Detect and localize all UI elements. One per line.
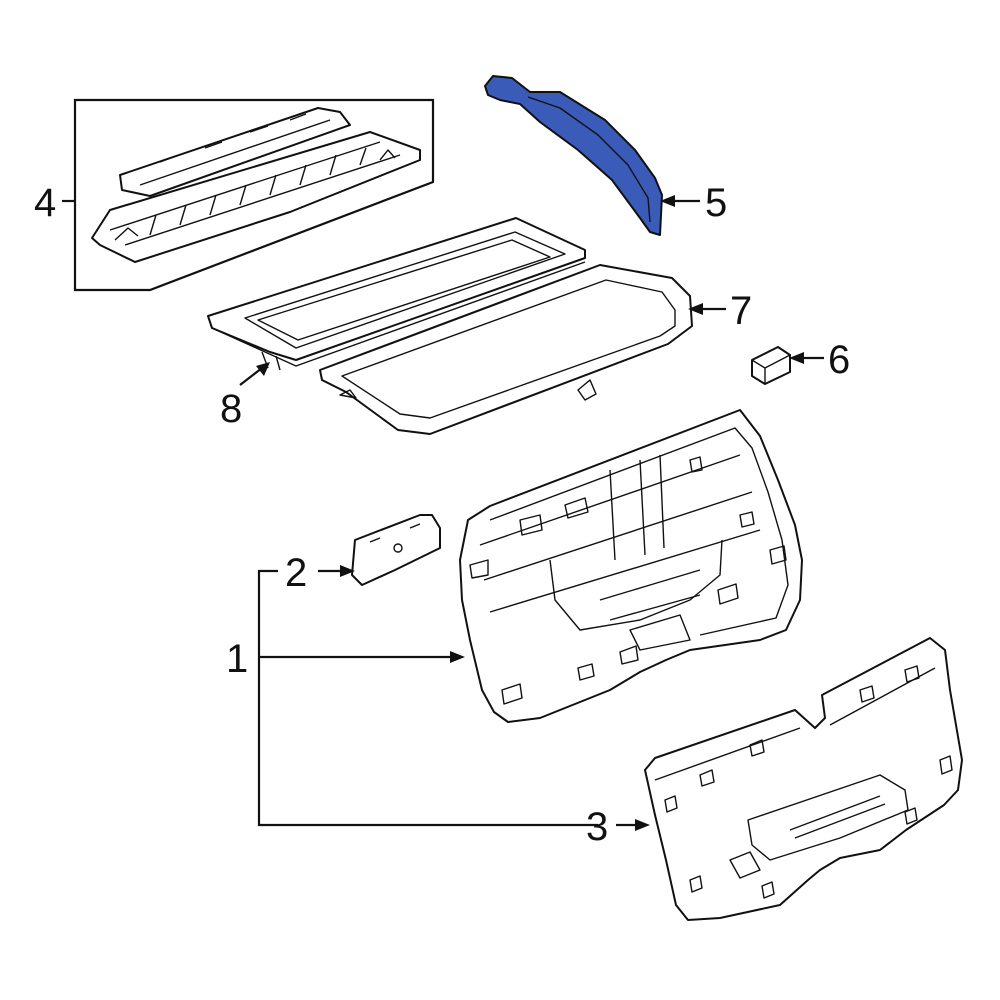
part-1-outline [459, 409, 803, 723]
arrow-7 [688, 303, 703, 315]
callout-6: 6 [828, 338, 850, 382]
part-5-body [484, 75, 663, 236]
arrow-2 [340, 565, 355, 577]
arrow-5 [660, 195, 675, 207]
part-6-clip [751, 346, 791, 385]
part-7-board [319, 264, 693, 435]
group-4-frame [73, 98, 435, 292]
part-5-trim [484, 75, 663, 236]
arrowheads [256, 195, 804, 831]
part-2-bracket [351, 514, 441, 586]
part-8-board [207, 217, 586, 371]
callout-3: 3 [586, 805, 608, 849]
arrow-8 [256, 362, 270, 376]
callout-numbers: 1 2 3 4 5 6 7 8 [34, 181, 850, 849]
part-2-body [351, 514, 441, 586]
arrow-1 [450, 651, 465, 663]
part-1-liftgate-panel [459, 409, 803, 723]
callout-7: 7 [730, 289, 752, 333]
callout-8: 8 [220, 387, 242, 431]
callout-2: 2 [285, 551, 307, 595]
part-3-outline [644, 637, 963, 921]
callout-1: 1 [226, 637, 248, 681]
part-4-group [73, 98, 435, 292]
bracket-1-2-3 [257, 569, 598, 827]
arrow-3 [635, 819, 650, 831]
callout-5: 5 [705, 181, 727, 225]
arrow-6 [789, 352, 804, 364]
part-3-lower-trim [644, 637, 963, 921]
part-7-front-board [319, 264, 693, 435]
callout-4: 4 [34, 181, 56, 225]
leader-8 [239, 367, 263, 386]
